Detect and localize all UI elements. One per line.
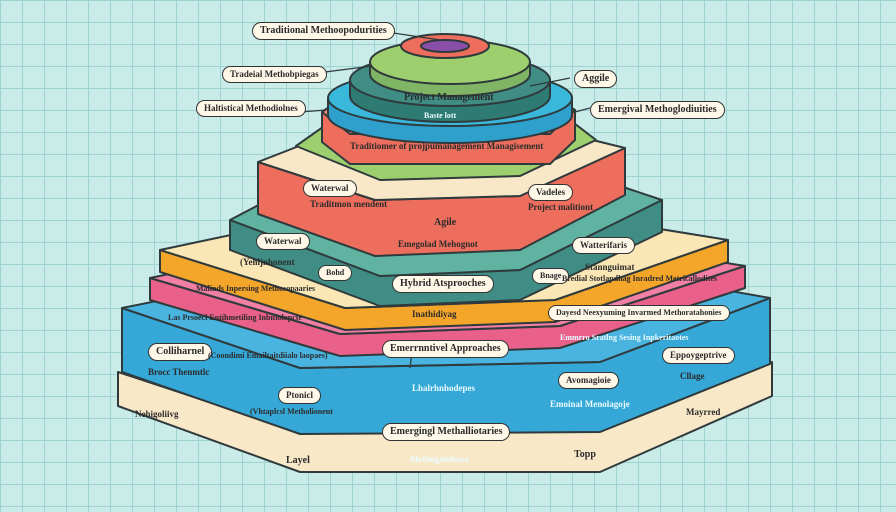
- pill-avomagioie: Avomagioie: [558, 372, 619, 389]
- callout-historical-left: Haltistical Methodiolnes: [196, 100, 306, 117]
- label-inathidiyag: Inathidiyag: [412, 309, 457, 319]
- label-cllage: Cllage: [680, 371, 705, 381]
- pill-watterifaris: Watterifaris: [572, 237, 635, 254]
- label-cyan-center: Baste lott: [424, 111, 457, 120]
- label-orange-right: Bredial Stotlapdhag Inradred Metricallod…: [562, 274, 718, 283]
- pill-emerging-methalliotaries: Emergingl Methalliotaries: [382, 423, 511, 441]
- callout-traditional-left: Tradeial Methobpiegas: [222, 66, 327, 83]
- label-salmon-title: Traditiomer of projpumanagement Managise…: [350, 141, 544, 151]
- label-layel: Layel: [286, 455, 310, 466]
- label-project-malitiont: Project malitiont: [528, 202, 594, 212]
- label-agile-center: Agile: [434, 217, 457, 228]
- leader-line-emergent: [574, 107, 591, 113]
- pill-eppoygeptrive: Eppoygeptrive: [662, 347, 735, 364]
- label-coondimi: (Coondimi Emailtaitdiialo laopaes): [208, 351, 328, 360]
- pill-bnage: Bnage: [532, 268, 570, 284]
- pill-hybrid-approaches: Hybrid Atsprooches: [392, 275, 494, 293]
- callout-emergent-right: Emergival Methoglodiuities: [590, 101, 725, 119]
- label-topp: Topp: [574, 449, 596, 460]
- label-traditmon: Traditmon mendent: [310, 199, 388, 209]
- label-methogolobnce: Methogolobnce: [410, 454, 469, 464]
- label-mayrred: Mayrred: [686, 407, 721, 417]
- callout-traditional-top: Traditional Methoopodurities: [252, 22, 395, 40]
- pill-waterwal-teal: Waterwal: [256, 233, 310, 250]
- pill-ptonicl: Ptonicl: [278, 387, 321, 404]
- label-project-management: Project Management: [404, 92, 494, 103]
- label-pink-left: Las Prsoecl Entihmetiling Inbitiolopcte: [168, 313, 302, 322]
- label-lhalrhnhodepes: Lhalrhnhodepes: [412, 383, 476, 393]
- label-vhtaplcsl: (Vhtaplcsl Metholionent: [250, 407, 333, 416]
- pill-waterwal-upper: Waterwal: [303, 180, 357, 197]
- label-orange-left: Malinds Inpersing Methosopaaries: [196, 284, 316, 293]
- label-nehigoliivg: Nehigoliivg: [135, 409, 179, 419]
- label-brocc: Brocc Thenmtlc: [148, 367, 210, 377]
- label-emegolad: Emegolad Mehognot: [398, 239, 478, 249]
- leader-line-agile: [529, 77, 571, 87]
- pill-colliharnel: Colliharnel: [148, 343, 213, 361]
- leader-line-left-upper: [324, 65, 373, 73]
- pill-vadeles: Vadeles: [528, 184, 574, 201]
- pill-emergent-approaches: Emerrnntivel Approaches: [382, 340, 509, 358]
- label-blue-right: Emmrro Sratlng Sesing Inpkeritaotes: [560, 333, 689, 342]
- label-yehljnhonent: (Yehljnhonent: [240, 257, 295, 267]
- label-stannguimat: Stannguimat: [585, 262, 635, 272]
- layer-purple-core: [420, 39, 470, 53]
- label-emoinal: Emoinal Menolagoje: [550, 399, 630, 409]
- pill-bohd: Bohd: [318, 265, 353, 281]
- label-pink-right: Dayesd Neexyuming Invarmed Methoratahoni…: [548, 305, 730, 321]
- callout-agile-right: Aggile: [574, 70, 618, 88]
